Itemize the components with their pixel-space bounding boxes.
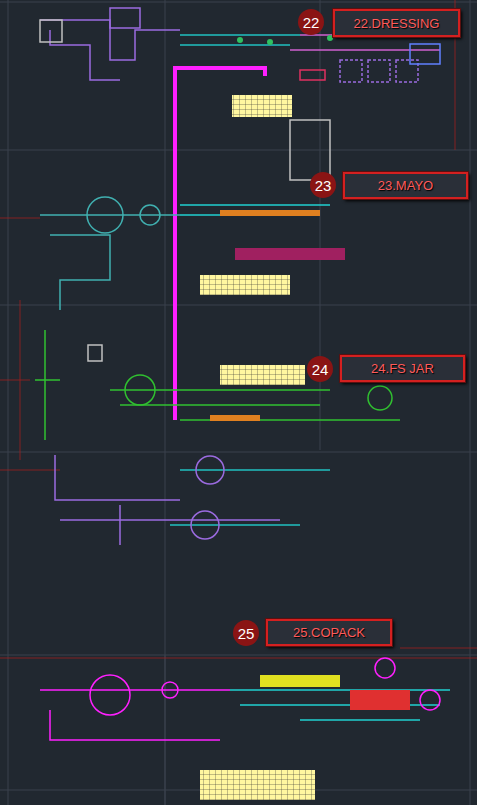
area-label: 22.DRESSING xyxy=(333,9,460,37)
area-name: 25.COPACK xyxy=(293,625,365,640)
area-name: 24.FS JAR xyxy=(371,361,434,376)
area-name: 22.DRESSING xyxy=(354,16,440,31)
callout-number: 22 xyxy=(298,9,324,35)
area-label: 24.FS JAR xyxy=(340,355,465,382)
callout-text: 25 xyxy=(238,625,255,642)
area-name: 23.MAYO xyxy=(378,178,433,193)
area-label: 23.MAYO xyxy=(343,172,468,199)
callout-text: 22 xyxy=(303,14,320,31)
callout-number: 23 xyxy=(310,172,336,198)
callout-text: 24 xyxy=(312,361,329,378)
callout-number: 24 xyxy=(307,356,333,382)
callout-text: 23 xyxy=(315,177,332,194)
area-label: 25.COPACK xyxy=(266,619,392,646)
callout-number: 25 xyxy=(233,620,259,646)
